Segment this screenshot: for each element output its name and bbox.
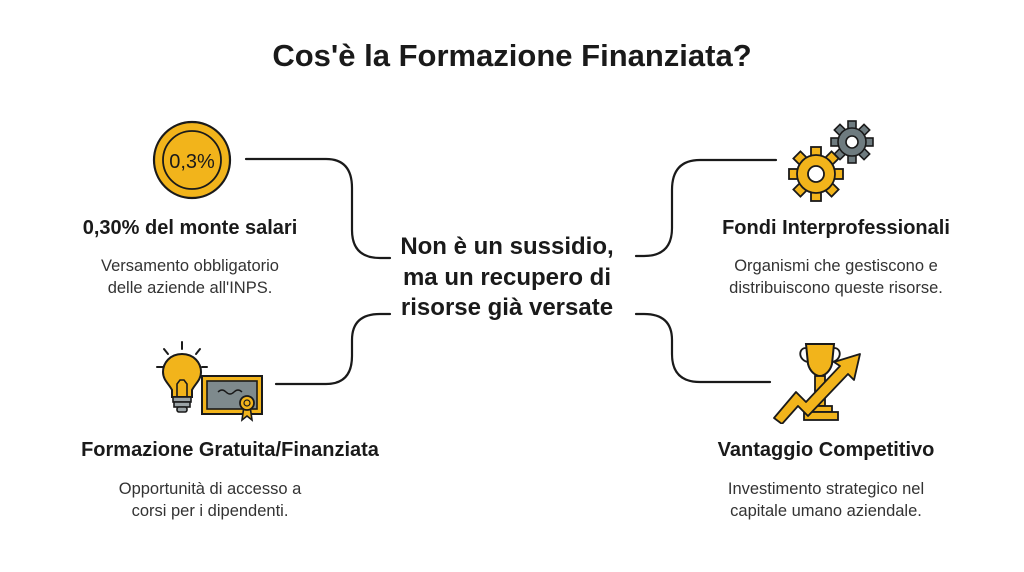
node-desc-monte-salari: Versamento obbligatorio delle aziende al…: [40, 256, 340, 300]
node-title-monte-salari: 0,30% del monte salari: [82, 217, 298, 239]
node-title-formazione: Formazione Gratuita/Finanziata: [81, 439, 379, 461]
desc-line: distribuiscono queste risorse.: [729, 278, 943, 297]
node-title-vantaggio: Vantaggio Competitivo: [717, 439, 935, 461]
central-statement: Non è un sussidio, ma un recupero di ris…: [372, 232, 642, 324]
desc-line: Opportunità di accesso a: [118, 480, 302, 498]
connector-top-left: [244, 157, 392, 260]
node-title-fondi: Fondi Interprofessionali: [722, 217, 950, 239]
connector-bottom-left: [274, 312, 392, 386]
connector-top-right: [634, 158, 778, 258]
coin-badge-text: 0,3%: [169, 151, 215, 173]
central-statement-line: ma un recupero di: [402, 263, 612, 291]
coin-icon: 0,3%: [152, 120, 232, 200]
desc-line: Organismi che gestiscono e: [734, 257, 938, 275]
desc-line: delle aziende all'INPS.: [107, 278, 273, 297]
central-statement-line: Non è un sussidio,: [400, 233, 614, 260]
node-desc-fondi: Organismi che gestiscono e distribuiscon…: [680, 256, 992, 300]
central-statement-line: risorse già versate: [400, 294, 614, 322]
connector-bottom-right: [634, 312, 772, 384]
trophy-growth-icon: [773, 343, 861, 424]
desc-line: Investimento strategico nel: [727, 480, 925, 498]
desc-line: capitale umano aziendale.: [730, 501, 922, 520]
page-title: Cos'è la Formazione Finanziata?: [272, 38, 752, 73]
node-desc-formazione: Opportunità di accesso a corsi per i dip…: [60, 479, 360, 523]
desc-line: Versamento obbligatorio: [101, 257, 279, 275]
desc-line: corsi per i dipendenti.: [131, 501, 289, 520]
node-desc-vantaggio: Investimento strategico nel capitale uma…: [676, 479, 976, 523]
gears-icon: [788, 120, 874, 202]
lightbulb-certificate-icon: [156, 341, 263, 422]
